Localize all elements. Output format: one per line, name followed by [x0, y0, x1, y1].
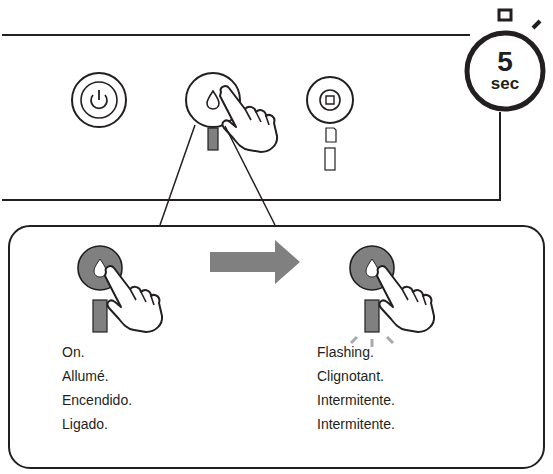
state-label: Clignotant. — [317, 368, 384, 385]
stop-button — [307, 77, 353, 170]
pressing-hand — [220, 86, 277, 152]
power-button — [72, 73, 126, 127]
state-label: Allumé. — [62, 368, 109, 385]
on-state-button — [78, 246, 162, 332]
state-label: Intermitente. — [317, 392, 395, 409]
stopwatch: 5sec — [464, 30, 546, 112]
state-label: On. — [62, 344, 85, 361]
state-label: Ligado. — [62, 416, 108, 433]
state-label: Encendido. — [62, 392, 132, 409]
seconds-unit: sec — [491, 75, 519, 93]
zoom-lines — [160, 125, 275, 225]
seconds-number: 5 — [497, 49, 513, 75]
stopwatch-crown — [499, 10, 540, 28]
panel-outline — [2, 35, 500, 200]
transition-arrow — [210, 240, 300, 284]
flashing-state-button — [350, 246, 434, 347]
state-label: Intermitente. — [317, 416, 395, 433]
callout-panel: On. Allumé. Encendido. Ligado. Flashing. Clig… — [8, 225, 545, 469]
state-label: Flashing. — [317, 344, 374, 361]
